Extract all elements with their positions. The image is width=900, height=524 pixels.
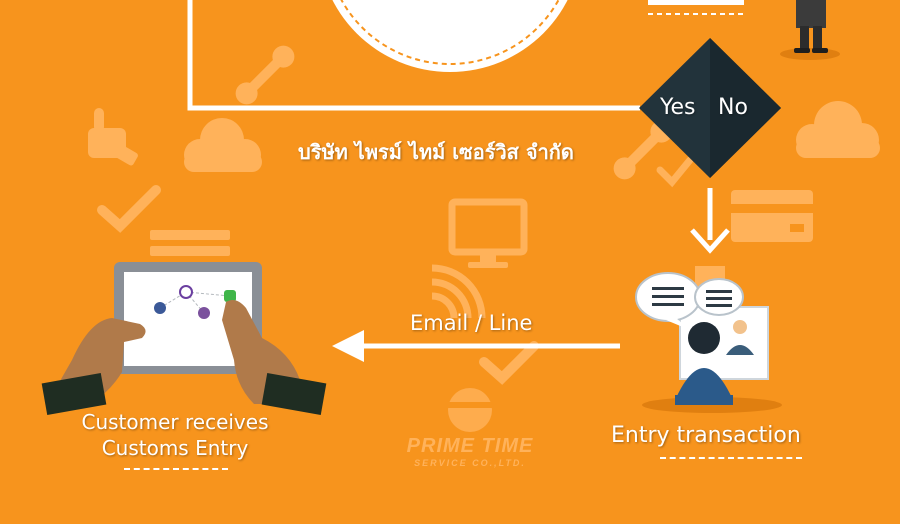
speech-bubble-icon xyxy=(635,272,701,330)
entry-transaction-label: Entry transaction xyxy=(611,423,801,448)
flow-frame-line xyxy=(187,0,640,111)
customer-label-line1: Customer receives xyxy=(81,410,269,434)
cloud-icon xyxy=(184,118,262,172)
qc-label-fragment xyxy=(648,0,744,15)
support-agent-icon xyxy=(635,266,782,413)
checkmark-icon xyxy=(97,185,161,233)
hand-pointer-icon xyxy=(88,108,138,166)
customer-label-line2: Customs Entry xyxy=(101,436,249,460)
person-icon xyxy=(780,0,840,60)
credit-card-icon xyxy=(731,190,813,242)
list-bars-decoration xyxy=(150,230,230,256)
email-line-label: Email / Line xyxy=(410,311,533,335)
company-watermark: PRIME TIME SERVICE CO.,LTD. xyxy=(400,385,540,468)
wrench-icon xyxy=(235,45,295,105)
customer-underline xyxy=(124,468,228,470)
company-name: บริษัท ไพรม์ ไทม์ เซอร์วิส จำกัด xyxy=(298,140,574,164)
checkmark-icon xyxy=(656,156,694,188)
checkmark-icon xyxy=(479,341,539,385)
entry-underline xyxy=(660,457,802,459)
customer-receives-label: Customer receives Customs Entry xyxy=(80,409,270,461)
top-circle-node xyxy=(332,0,568,72)
tablet-icon xyxy=(41,262,327,415)
left-arrow xyxy=(332,330,620,362)
speech-bubble-icon xyxy=(694,278,744,316)
watermark-name: PRIME TIME xyxy=(406,435,534,457)
wifi-icon xyxy=(431,264,486,319)
cloud-icon xyxy=(796,101,880,158)
background-decorations xyxy=(88,45,880,432)
watermark-sub: SERVICE CO.,LTD. xyxy=(414,458,526,468)
company-logo-watermark xyxy=(440,388,500,432)
decision-no-label: No xyxy=(718,95,748,120)
down-arrow xyxy=(690,188,730,254)
decision-diamond xyxy=(639,38,781,178)
monitor-icon xyxy=(448,198,528,268)
decision-yes-label: Yes xyxy=(660,95,696,120)
